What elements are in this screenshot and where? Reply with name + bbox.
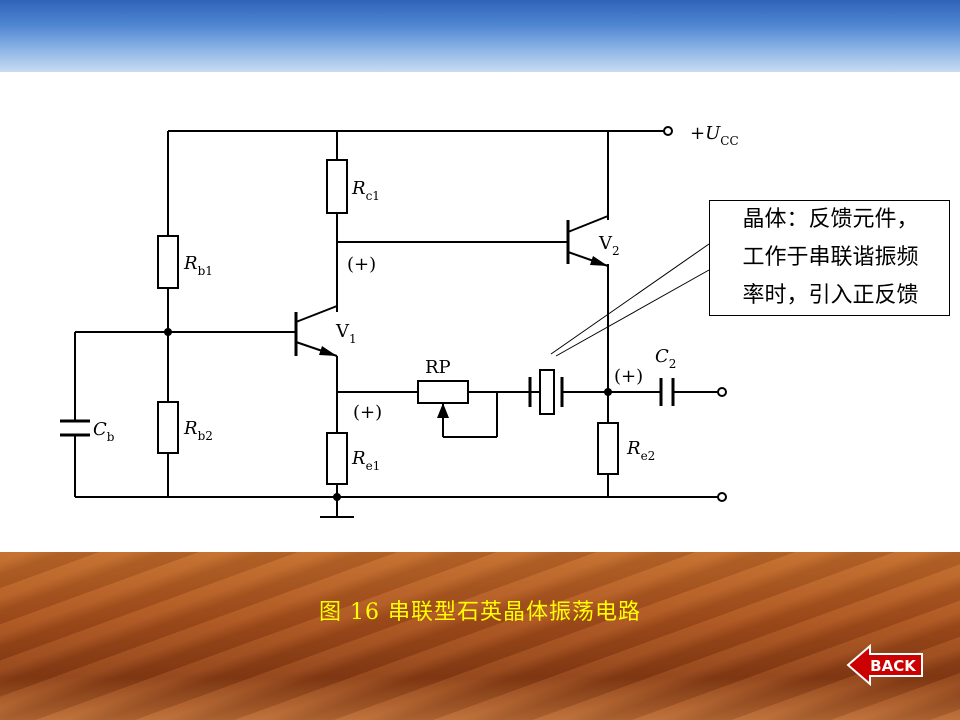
top-header-band (0, 0, 960, 72)
label-c2: C2 (655, 346, 676, 371)
label-rc1: Rc1 (351, 178, 380, 203)
supply-label: +UCC (690, 123, 739, 148)
junction-dots (164, 328, 612, 501)
label-re1: Re1 (351, 448, 380, 473)
rp-wiper-arrow (437, 403, 449, 418)
circuit-wires (74, 130, 718, 518)
callout-pointer-lines (550, 243, 710, 357)
label-cb: Cb (93, 419, 115, 444)
back-button[interactable]: BACK (846, 643, 924, 687)
component-labels: +UCC Rc1 Rb1 Rb2 Re1 Re2 Cb C2 V1 V2 RP … (93, 123, 739, 473)
quartz-crystal (528, 369, 564, 415)
polarity-mark-v2-emitter: (+) (614, 366, 643, 387)
label-re2: Re2 (626, 438, 655, 463)
resistor-rb1 (157, 235, 179, 289)
resistors (157, 159, 619, 485)
label-v2: V2 (598, 233, 620, 258)
transistor-v1 (294, 305, 338, 357)
terminal-ucc (663, 126, 673, 136)
polarity-mark-v1-emitter: (+) (353, 402, 382, 423)
callout-line-1: 晶体：反馈元件， (742, 207, 919, 232)
capacitor-c2 (659, 378, 675, 406)
bottom-sand-band (0, 552, 960, 720)
resistor-re2 (597, 422, 619, 475)
crystal-callout-box: 晶体：反馈元件， 工作于串联谐振频 率时，引入正反馈 (709, 200, 950, 316)
terminal-output (717, 387, 727, 397)
label-rb2: Rb2 (183, 418, 213, 443)
resistor-rc1 (326, 159, 348, 214)
polarity-mark-v1-collector: (+) (347, 254, 376, 275)
label-rp: RP (425, 357, 451, 378)
back-label: BACK (870, 657, 917, 675)
terminal-ground (717, 492, 727, 502)
capacitor-cb (60, 419, 90, 437)
callout-line-3: 率时，引入正反馈 (742, 283, 919, 308)
potentiometer-rp (417, 380, 469, 404)
callout-line-2: 工作于串联谐振频 (742, 245, 919, 270)
terminals (663, 126, 727, 502)
label-rb1: Rb1 (183, 253, 213, 278)
figure-caption: 图 16 串联型石英晶体振荡电路 (319, 600, 641, 625)
resistor-re1 (326, 432, 348, 485)
label-v1: V1 (335, 321, 357, 346)
resistor-rb2 (157, 401, 179, 454)
transistor-v2 (566, 215, 609, 267)
back-arrow-icon: BACK (846, 643, 923, 687)
